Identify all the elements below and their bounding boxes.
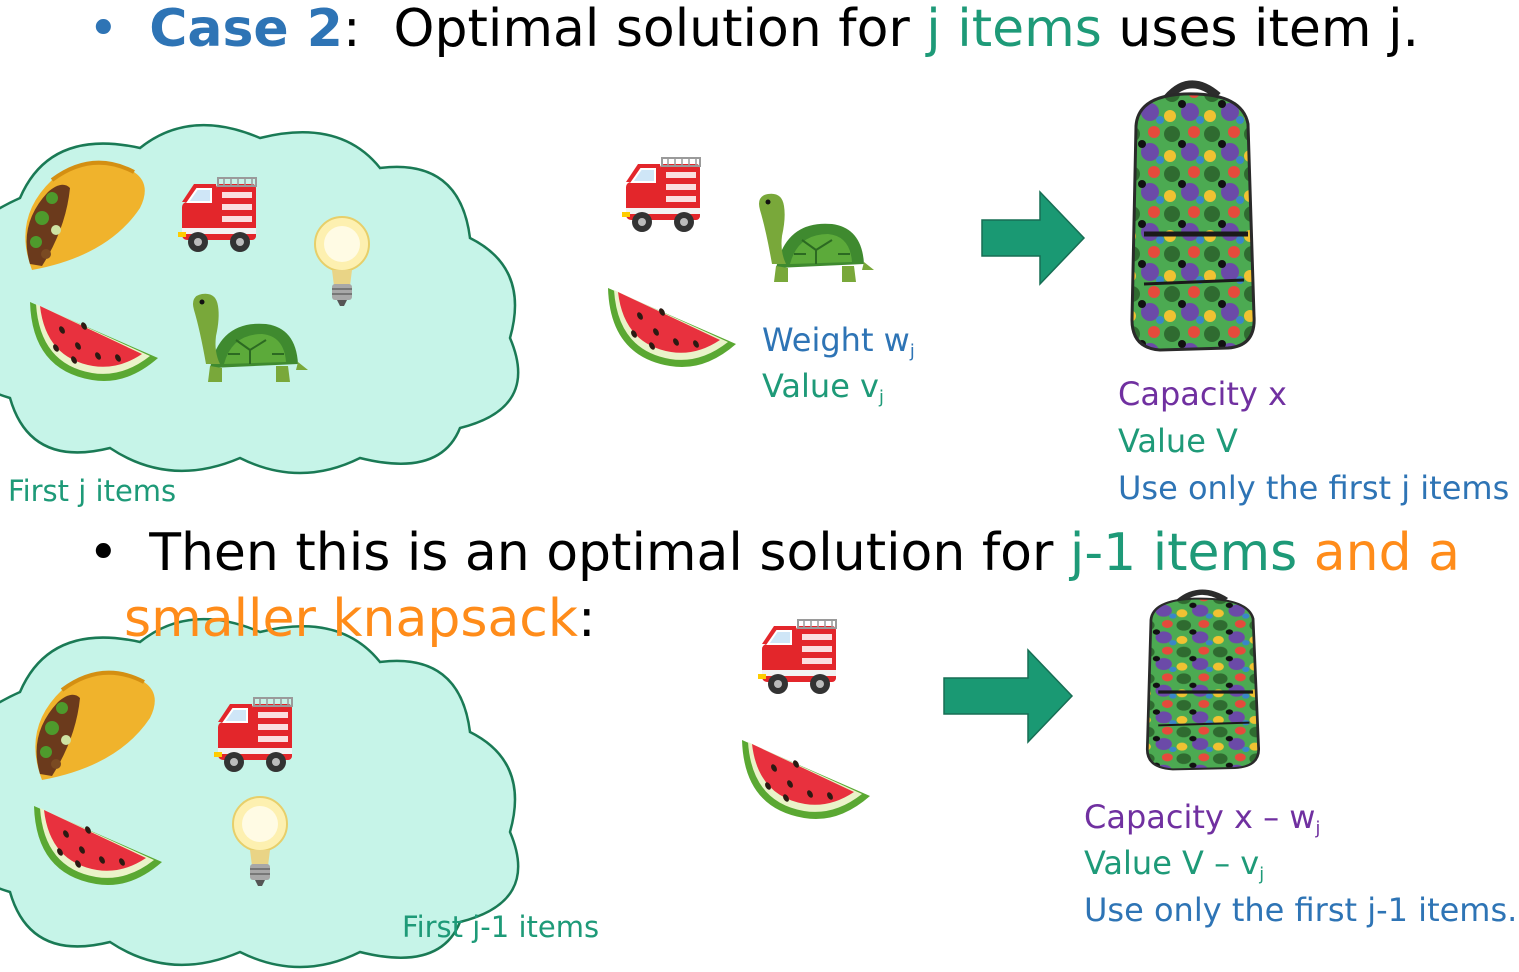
light-bulb-icon xyxy=(314,216,370,307)
watermelon-icon xyxy=(608,288,736,368)
light-bulb-icon xyxy=(232,796,288,887)
bullet: • xyxy=(88,0,119,59)
value-text: Value v xyxy=(762,367,879,405)
case-text-b: uses item j. xyxy=(1101,0,1420,59)
top-capacity: Capacity x xyxy=(1118,375,1287,413)
bottom-value: Value V – vj xyxy=(1084,843,1264,895)
bottom-value-text: Value V – v xyxy=(1084,844,1260,882)
value-label: Value vj xyxy=(762,366,884,418)
bottom-value-sub: j xyxy=(1259,865,1265,886)
case-highlight: j items xyxy=(926,0,1102,59)
bottom-set-caption: First j-1 items xyxy=(402,910,600,944)
then-text-b: : xyxy=(578,589,596,649)
arrow-right-icon xyxy=(981,191,1085,285)
weight-sub: j xyxy=(909,342,915,363)
turtle-icon xyxy=(758,192,875,283)
then-bullet: • xyxy=(88,523,119,583)
weight-label: Weight wj xyxy=(762,320,915,372)
watermelon-icon xyxy=(742,740,870,820)
then-heading-line2: smaller knapsack: xyxy=(124,588,596,650)
top-use-only: Use only the first j items xyxy=(1118,469,1510,507)
weight-text: Weight w xyxy=(762,321,910,359)
backpack-icon xyxy=(1140,592,1264,772)
fire-truck-icon xyxy=(757,619,837,695)
then-highlight-orange-2: smaller knapsack xyxy=(124,589,579,649)
then-text-a: Then this is an optimal solution for xyxy=(149,523,1070,583)
case-text-a: : Optimal solution for xyxy=(342,0,927,59)
fire-truck-icon xyxy=(213,697,293,773)
case-heading: • Case 2: Optimal solution for j items u… xyxy=(88,0,1419,60)
fire-truck-icon xyxy=(177,177,257,253)
arrow-right-icon xyxy=(943,648,1074,744)
watermelon-icon xyxy=(30,302,158,382)
backpack-icon xyxy=(1124,84,1260,354)
top-set-caption: First j items xyxy=(8,474,177,508)
top-value: Value V xyxy=(1118,422,1238,460)
taco-icon xyxy=(23,160,147,272)
case-label: Case 2 xyxy=(149,0,343,59)
then-heading-line1: • Then this is an optimal solution for j… xyxy=(88,522,1460,584)
watermelon-icon xyxy=(34,806,162,886)
then-highlight-green: j-1 items xyxy=(1069,523,1298,583)
turtle-icon xyxy=(192,292,309,383)
bottom-capacity-text: Capacity x – w xyxy=(1084,798,1316,836)
fire-truck-icon xyxy=(621,157,701,233)
taco-icon xyxy=(33,670,157,782)
bottom-capacity-sub: j xyxy=(1315,819,1321,840)
bottom-use-only: Use only the first j-1 items. xyxy=(1084,891,1518,929)
value-sub: j xyxy=(878,388,884,409)
then-highlight-orange-1: and a xyxy=(1297,523,1461,583)
bottom-capacity: Capacity x – wj xyxy=(1084,797,1320,849)
